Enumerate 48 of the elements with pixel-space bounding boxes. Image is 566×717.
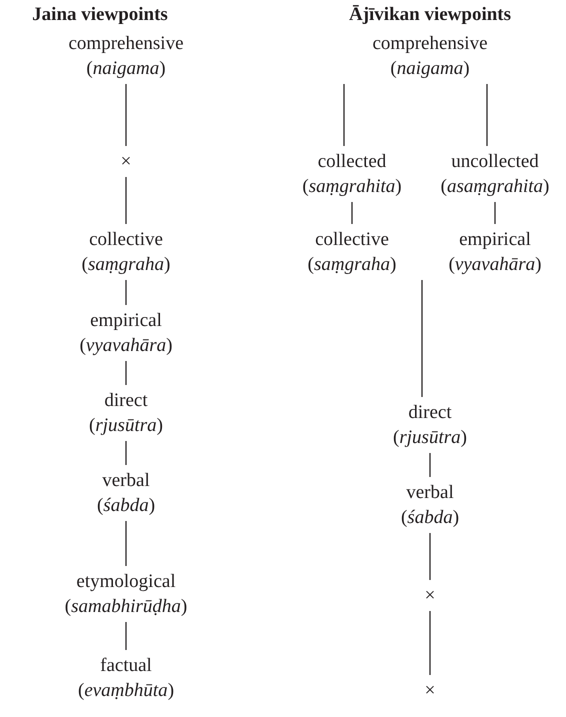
sanskrit-term: (naigama) [389, 57, 471, 81]
sanskrit-term: (samabhirūḍha) [64, 595, 188, 619]
connector-line [125, 441, 127, 465]
connector-line [429, 611, 431, 675]
viewpoint-name: × [424, 584, 436, 608]
viewpoint-name: empirical [458, 228, 532, 252]
viewpoint-name: comprehensive [372, 32, 488, 56]
sanskrit-term: (rjusūtra) [393, 426, 467, 450]
connector-line [125, 177, 127, 224]
connector-line [494, 202, 496, 224]
connector-line [125, 84, 127, 146]
connector-line [429, 533, 431, 580]
sanskrit-term: (naigama) [85, 57, 167, 81]
connector-line [486, 84, 488, 146]
viewpoint-name: uncollected [450, 150, 540, 174]
viewpoint-name: etymological [75, 570, 177, 594]
sanskrit-term: (vyavahāra) [448, 253, 542, 277]
column-heading: Ājīvikan viewpoints [348, 4, 512, 26]
viewpoint-name: collected [316, 150, 388, 174]
viewpoint-name: direct [407, 401, 453, 425]
column-heading: Jaina viewpoints [32, 4, 168, 26]
connector-line [421, 280, 423, 397]
viewpoint-name: collective [314, 228, 390, 252]
sanskrit-term: (vyavahāra) [80, 334, 172, 358]
viewpoint-name: verbal [101, 469, 151, 493]
sanskrit-term: (rjusūtra) [89, 414, 163, 438]
viewpoint-name: empirical [89, 309, 163, 333]
connector-line [343, 84, 345, 146]
sanskrit-term: (saṃgraha) [308, 253, 396, 277]
connector-line [125, 521, 127, 566]
viewpoint-name: factual [99, 654, 153, 678]
sanskrit-term: (śabda) [400, 506, 460, 530]
sanskrit-term: (asaṃgrahita) [440, 175, 550, 199]
connector-line [429, 453, 431, 477]
viewpoint-name: comprehensive [68, 32, 184, 56]
sanskrit-term: (śabda) [96, 494, 156, 518]
connector-line [125, 622, 127, 650]
viewpoint-name: verbal [405, 481, 455, 505]
sanskrit-term: (evaṃbhūta) [78, 679, 174, 703]
sanskrit-term: (saṃgraha) [82, 253, 170, 277]
connector-line [125, 361, 127, 385]
connector-line [125, 280, 127, 305]
viewpoint-name: × [424, 679, 436, 703]
viewpoint-name: direct [103, 389, 149, 413]
connector-line [351, 202, 353, 224]
viewpoint-name: collective [88, 228, 164, 252]
viewpoint-name: × [120, 150, 132, 174]
sanskrit-term: (saṃgrahita) [302, 175, 402, 199]
